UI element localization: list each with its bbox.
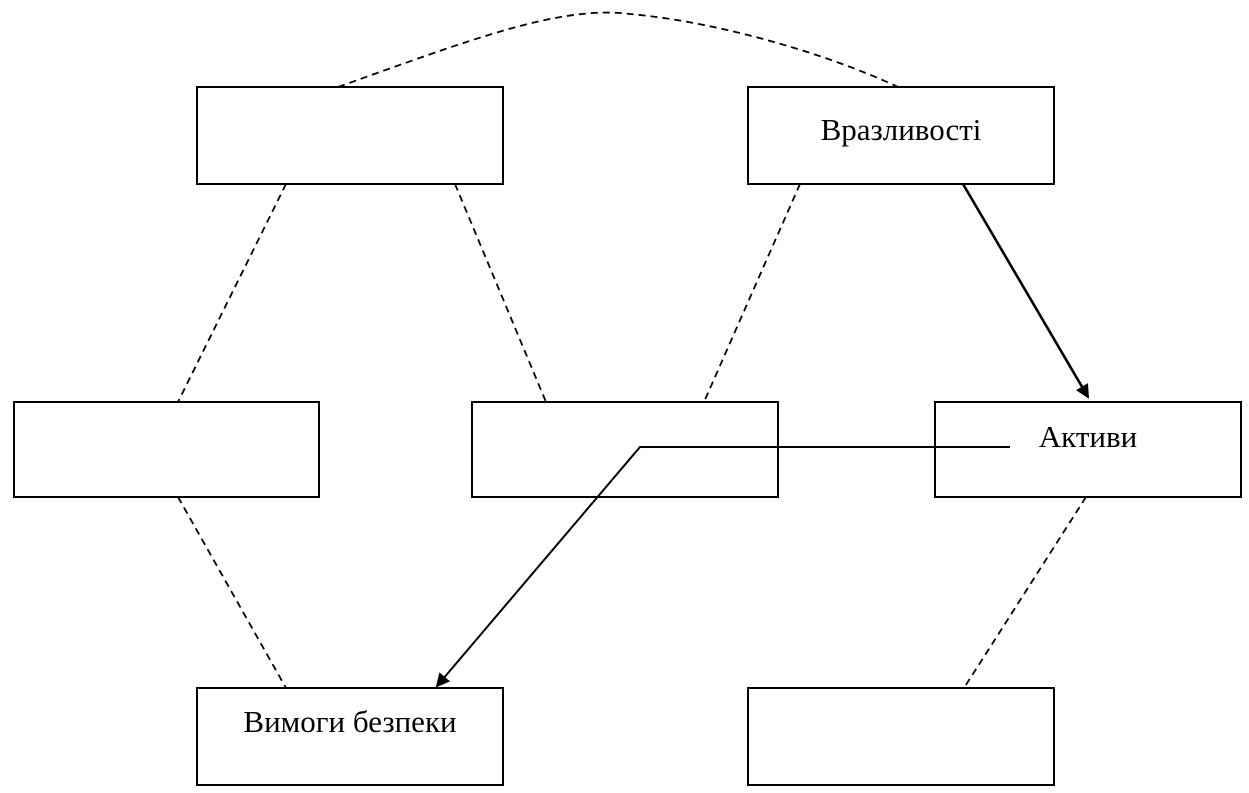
node-bottom-right	[747, 687, 1055, 786]
node-top-right: Вразливості	[747, 86, 1055, 185]
node-top-left	[196, 86, 504, 185]
node-middle-right: Активи	[934, 401, 1242, 498]
edge-top-left-to-middle-center	[454, 183, 547, 403]
node-bottom-left: Вимоги безпеки	[196, 687, 504, 786]
node-bottom-left-label: Вимоги безпеки	[243, 704, 456, 739]
node-middle-left	[13, 401, 320, 498]
node-top-right-label: Вразливості	[821, 112, 982, 147]
edge-middle-right-to-bottom-left-arrow	[435, 446, 1010, 688]
edge-middle-left-to-bottom-left	[177, 496, 287, 689]
node-middle-right-label: Активи	[1039, 419, 1137, 454]
edge-top-left-to-top-right	[337, 11, 899, 88]
edge-top-right-to-middle-center	[703, 183, 801, 403]
edge-top-left-to-middle-left	[177, 183, 287, 403]
edge-top-right-to-middle-right-arrow	[961, 183, 1090, 399]
node-middle-center	[471, 401, 779, 498]
edge-middle-right-to-bottom-right	[963, 496, 1087, 689]
